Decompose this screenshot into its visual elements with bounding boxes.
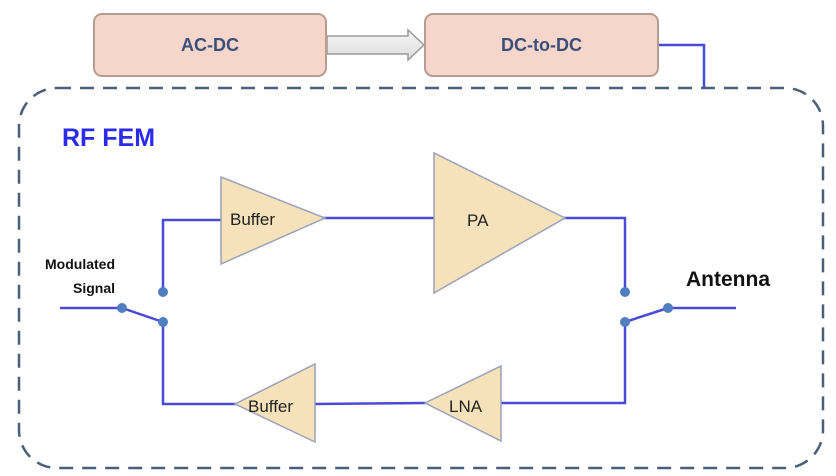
modulated-signal-label-line1: Modulated (45, 256, 115, 272)
lna-to-buffer-wire (312, 401, 427, 406)
antenna-switch-tx-contact (620, 287, 630, 297)
tx-buffer-label: Buffer (230, 210, 276, 229)
input-switch-tx-contact (158, 287, 168, 297)
antenna-switch-pivot (663, 303, 673, 313)
pa-label: PA (467, 211, 489, 230)
input-switch-rx-contact (158, 317, 168, 327)
power-flow-arrow (326, 28, 426, 62)
tx-input-wire (161, 218, 224, 292)
tx-buffer-triangle (220, 175, 327, 266)
lna-label: LNA (449, 397, 483, 416)
antenna-label: Antenna (686, 268, 770, 291)
modulated-signal-label-line2: Signal (73, 280, 116, 296)
ac-dc-box: AC-DC (93, 13, 327, 77)
rx-antenna-wire (500, 322, 627, 405)
pa-triangle (433, 151, 567, 295)
input-switch-arm (121, 306, 164, 324)
lna-triangle (423, 364, 502, 443)
dc-dc-box: DC-to-DC (424, 13, 659, 77)
ac-dc-label: AC-DC (181, 34, 239, 55)
antenna-switch-rx-contact (620, 317, 630, 327)
pa-output-wire (563, 216, 627, 292)
rx-buffer-label: Buffer (248, 397, 294, 416)
rx-buffer-triangle (233, 362, 316, 444)
input-switch-pivot (117, 303, 127, 313)
dc-dc-supply-wire (659, 43, 706, 88)
antenna-switch-arm (624, 306, 669, 324)
rf-fem-title: RF FEM (62, 124, 156, 152)
dc-dc-label: DC-to-DC (501, 34, 582, 55)
rx-output-wire (161, 322, 238, 406)
